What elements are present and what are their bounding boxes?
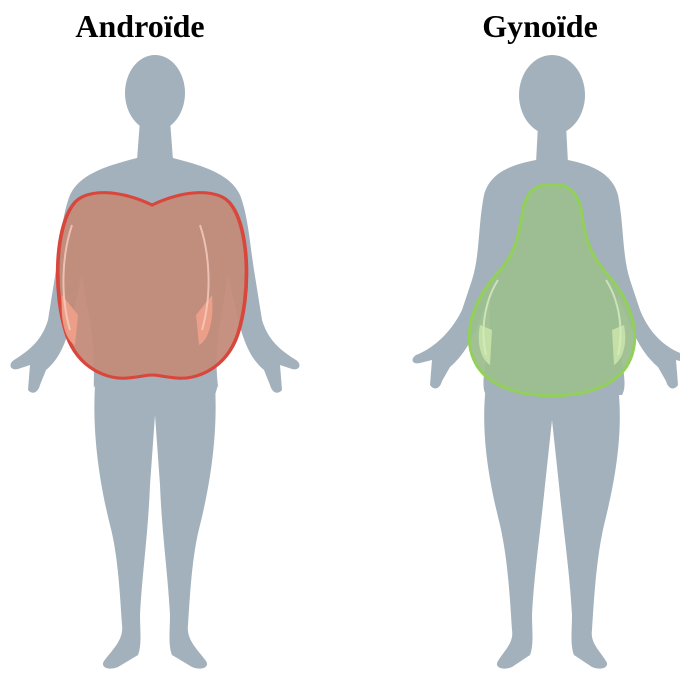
android-title: Androïde [0,6,310,46]
android-panel: Androïde [0,0,340,673]
android-fat-region [58,193,247,379]
gynoid-panel: Gynoïde [340,0,680,673]
gynoid-title: Gynoïde [370,6,680,46]
gynoid-figure [340,55,680,673]
android-figure [0,55,340,673]
